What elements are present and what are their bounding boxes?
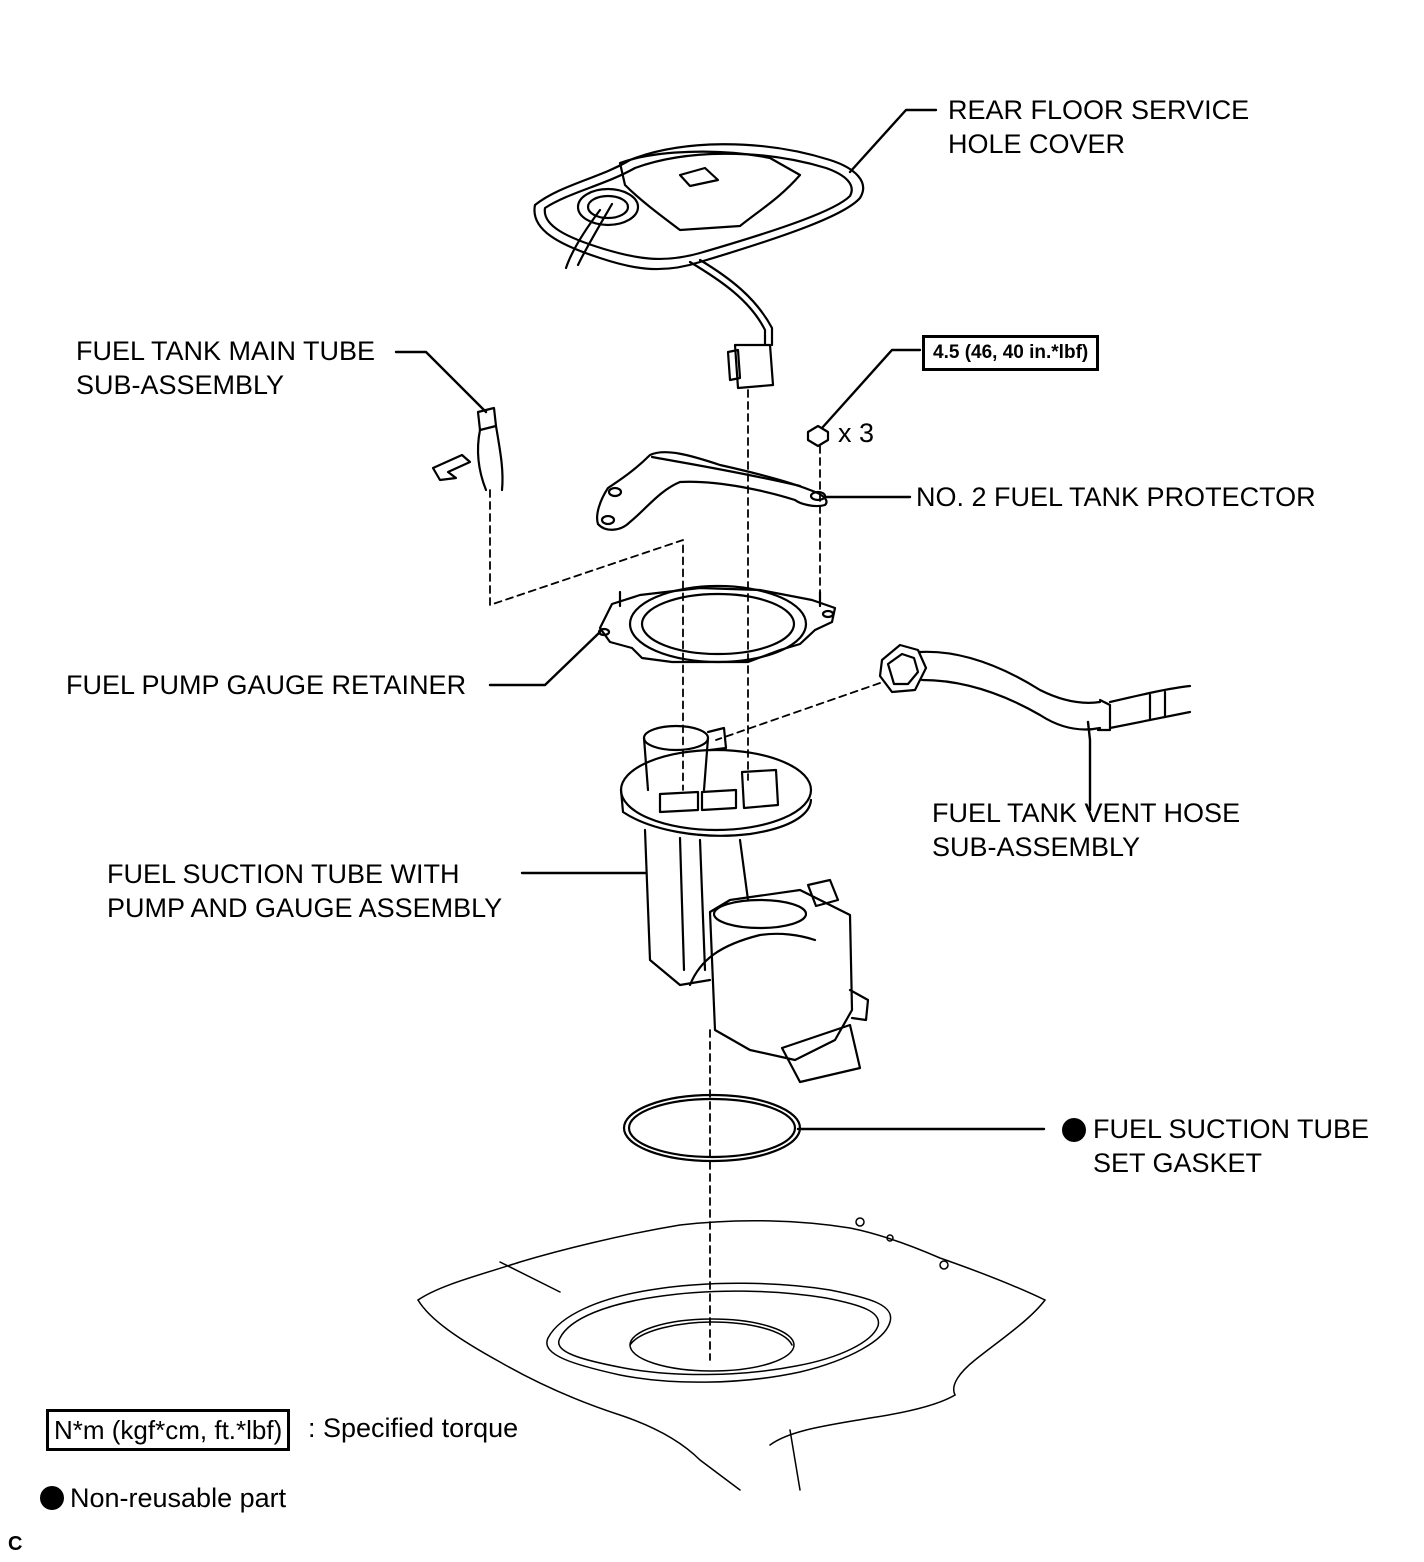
label-line: HOLE COVER (948, 129, 1126, 159)
label-rear-floor-service-hole-cover: REAR FLOOR SERVICE HOLE COVER (948, 93, 1249, 161)
retainer-part (597, 584, 837, 664)
label-line: SUB-ASSEMBLY (76, 370, 285, 400)
legend-non-reusable-label: Non-reusable part (70, 1483, 287, 1513)
floor-pan-part (417, 1217, 1046, 1491)
label-line: FUEL TANK VENT HOSE (932, 798, 1241, 828)
label-line: REAR FLOOR SERVICE (948, 95, 1250, 125)
label-fuel-tank-main-tube: FUEL TANK MAIN TUBE SUB-ASSEMBLY (76, 334, 375, 402)
label-fuel-suction-tube-assembly: FUEL SUCTION TUBE WITH PUMP AND GAUGE AS… (107, 857, 502, 925)
leader-lines (394, 108, 1092, 1131)
label-nut-quantity: x 3 (838, 418, 875, 448)
protector-part (596, 451, 828, 531)
nut-part (806, 424, 830, 448)
label-line: FUEL TANK MAIN TUBE (76, 336, 376, 366)
label-line: PUMP AND GAUGE ASSEMBLY (107, 893, 503, 923)
label-line: FUEL SUCTION TUBE (1093, 1114, 1370, 1144)
pump-assembly-part (619, 724, 870, 1084)
assembly-guide-lines (489, 389, 881, 1361)
legend-non-reusable-dot-icon (40, 1486, 64, 1510)
corner-mark: C (8, 1533, 23, 1555)
vent-hose-part (878, 643, 1192, 732)
label-line: SET GASKET (1093, 1148, 1263, 1178)
main-tube-part (431, 406, 504, 492)
service-hole-cover-part (533, 143, 865, 390)
label-line: SUB-ASSEMBLY (932, 832, 1141, 862)
torque-spec-box: 4.5 (46, 40 in.*lbf) (922, 335, 1100, 371)
label-line: FUEL SUCTION TUBE WITH (107, 859, 460, 889)
non-reusable-dot-icon (1062, 1118, 1086, 1142)
label-fuel-tank-vent-hose: FUEL TANK VENT HOSE SUB-ASSEMBLY (932, 796, 1240, 864)
legend-torque-unit-box: N*m (kgf*cm, ft.*lbf) (46, 1409, 291, 1451)
gasket-part (622, 1093, 802, 1163)
legend-torque-desc: : Specified torque (308, 1413, 519, 1443)
label-fuel-suction-tube-gasket: FUEL SUCTION TUBE SET GASKET (1093, 1112, 1369, 1180)
label-fuel-pump-gauge-retainer: FUEL PUMP GAUGE RETAINER (66, 670, 467, 700)
label-no2-fuel-tank-protector: NO. 2 FUEL TANK PROTECTOR (916, 482, 1316, 512)
